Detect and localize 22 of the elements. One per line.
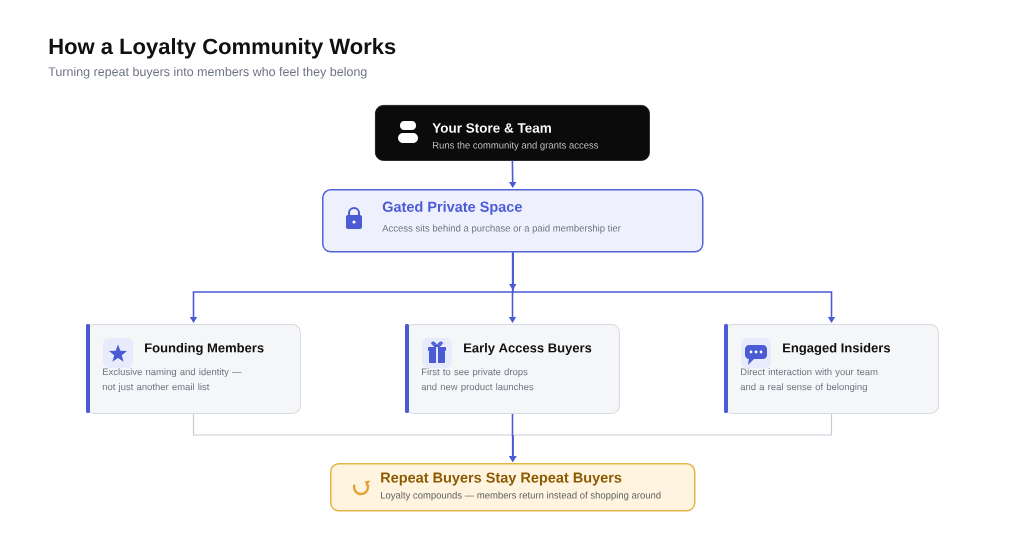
connector-arrow bbox=[509, 413, 833, 462]
heading: Founding Members bbox=[145, 342, 264, 356]
description: Runs the community and grants access bbox=[433, 141, 599, 151]
card bbox=[322, 189, 704, 253]
heading: Early Access Buyers bbox=[464, 342, 592, 356]
card bbox=[405, 324, 620, 414]
description: Access sits behind a purchase or a paid membership tier bbox=[382, 224, 621, 234]
description: Direct interaction with your team and a real sense of belonging bbox=[740, 368, 878, 393]
heading: Engaged Insiders bbox=[783, 342, 891, 356]
description: First to see private drops and new product launches bbox=[421, 368, 534, 393]
title: How a Loyalty Community Works bbox=[49, 38, 396, 59]
description: Loyalty compounds — members return instead of shopping around bbox=[381, 491, 661, 501]
arrow bbox=[509, 251, 517, 290]
heading: Your Store & Team bbox=[432, 123, 551, 133]
subtitle: Turning repeat buyers into members who feel they belong bbox=[48, 66, 367, 79]
description: Exclusive naming and identity — not just another email list bbox=[102, 368, 242, 393]
heading: Repeat Buyers Stay Repeat Buyers bbox=[381, 472, 622, 486]
heading: Gated Private Space bbox=[382, 201, 522, 215]
card bbox=[375, 105, 650, 161]
card bbox=[724, 324, 939, 414]
card bbox=[86, 324, 301, 414]
card bbox=[330, 463, 696, 512]
